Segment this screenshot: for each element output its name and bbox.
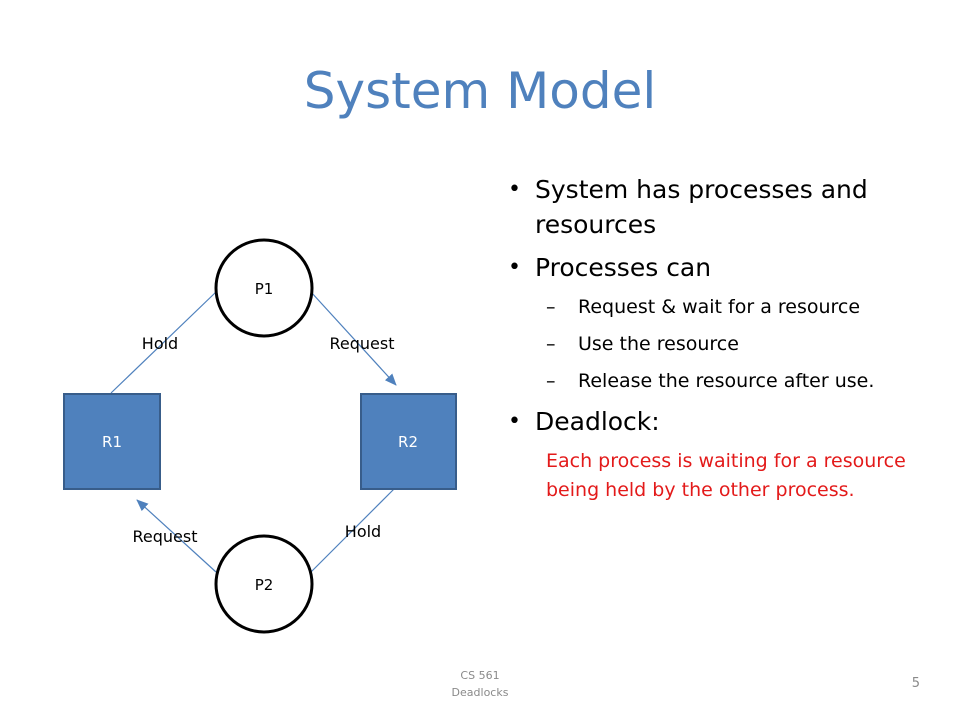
edge-p1-r1-hold bbox=[110, 291, 217, 394]
sub-bullet-marker: – bbox=[546, 333, 556, 355]
bullet-text: System has processes and resources bbox=[535, 175, 868, 239]
resource-label-r2: R2 bbox=[398, 433, 418, 451]
process-label-p1: P1 bbox=[255, 280, 274, 298]
footer-course: CS 561 bbox=[460, 669, 500, 682]
edge-label-p1-r1: Hold bbox=[142, 334, 178, 353]
bullet-processes: • Processes can bbox=[508, 250, 928, 285]
sub-bullet-marker: – bbox=[546, 296, 556, 318]
resource-label-r1: R1 bbox=[102, 433, 122, 451]
sub-bullet-text: Use the resource bbox=[578, 333, 739, 355]
bullet-deadlock: • Deadlock: bbox=[508, 404, 928, 439]
edge-p2-r1-request bbox=[136, 499, 217, 573]
bullet-marker: • bbox=[508, 409, 521, 434]
process-label-p2: P2 bbox=[255, 576, 274, 594]
sub-bullet-use: – Use the resource bbox=[508, 330, 928, 358]
process-node-p1: P1 bbox=[214, 238, 314, 338]
bullet-text: Deadlock: bbox=[535, 407, 660, 436]
edge-p1-r2-request bbox=[310, 291, 397, 386]
footer-topic: Deadlocks bbox=[451, 686, 509, 699]
slide-title: System Model bbox=[303, 62, 657, 120]
sub-bullet-release: – Release the resource after use. bbox=[508, 367, 928, 395]
slide-footer: CS 561 Deadlocks bbox=[380, 667, 580, 701]
process-node-p2: P2 bbox=[214, 534, 314, 634]
sub-bullet-request: – Request & wait for a resource bbox=[508, 293, 928, 321]
page-number: 5 bbox=[911, 676, 920, 691]
edge-label-p2-r1: Request bbox=[133, 527, 198, 546]
edge-label-p2-r2: Hold bbox=[345, 522, 381, 541]
bullet-marker: • bbox=[508, 177, 521, 202]
deadlock-description: Each process is waiting for a resource b… bbox=[546, 450, 906, 501]
edge-label-p1-r2: Request bbox=[330, 334, 395, 353]
bullet-text: Processes can bbox=[535, 253, 712, 282]
sub-bullet-text: Request & wait for a resource bbox=[578, 296, 861, 318]
resource-node-r2: R2 bbox=[360, 393, 457, 490]
bullet-marker: • bbox=[508, 255, 521, 280]
resource-node-r1: R1 bbox=[63, 393, 161, 490]
sub-bullet-marker: – bbox=[546, 370, 556, 392]
sub-bullet-text: Release the resource after use. bbox=[578, 370, 875, 392]
bullet-list: • System has processes and resources • P… bbox=[508, 172, 928, 505]
edge-p2-r2-hold bbox=[310, 488, 395, 573]
bullet-system: • System has processes and resources bbox=[508, 172, 928, 242]
